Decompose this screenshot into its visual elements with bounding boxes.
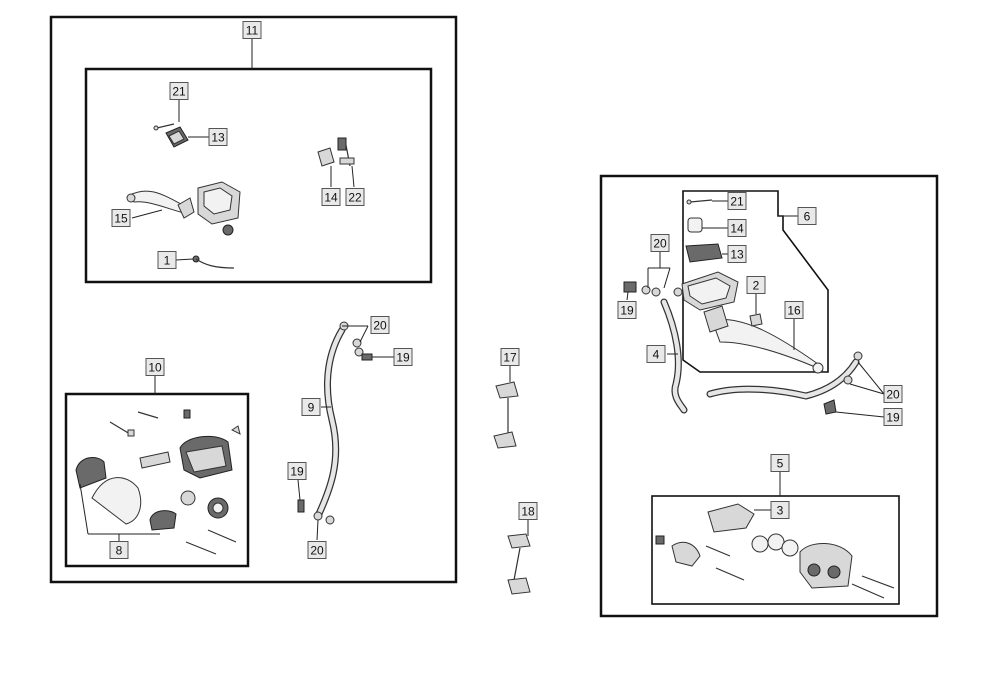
- mirror-clamp-part: [317, 137, 355, 167]
- brake-pads-icon: [671, 503, 755, 567]
- callout-number: 13: [730, 248, 744, 262]
- bolt-icon: [109, 409, 241, 555]
- pin-part: [686, 199, 713, 205]
- callout-number: 17: [503, 351, 517, 365]
- callout-number: 8: [116, 544, 123, 558]
- callout-5: 5: [770, 454, 790, 472]
- callout-number: 20: [310, 544, 324, 558]
- bolt-icon: [507, 533, 531, 595]
- callout-number: 20: [653, 237, 667, 251]
- callout-20: 20: [307, 541, 327, 559]
- callout-19: 19: [287, 462, 307, 480]
- callout-6: 6: [797, 207, 817, 225]
- rear-brake-assembly-frame: [599, 174, 939, 618]
- master-cylinder-icon: [197, 181, 241, 236]
- callout-number: 6: [804, 210, 811, 224]
- callout-2: 2: [746, 276, 766, 294]
- callout-16: 16: [784, 301, 804, 319]
- front-brake-assembly-frame: [49, 15, 458, 584]
- brake-switch-wire: [192, 255, 235, 269]
- callout-number: 14: [730, 222, 744, 236]
- callout-number: 14: [324, 191, 338, 205]
- brake-lever-icon: [703, 305, 824, 374]
- callout-number: 15: [114, 212, 128, 226]
- callout-11: 11: [242, 21, 262, 39]
- callout-19: 19: [883, 408, 903, 426]
- bolt-icon: [655, 535, 895, 599]
- callout-20: 20: [883, 385, 903, 403]
- callout-number: 11: [246, 24, 259, 38]
- callout-number: 19: [620, 304, 634, 318]
- callout-number: 4: [653, 348, 660, 362]
- caliper-subassembly-frame: [64, 392, 250, 568]
- brake-lever-icon: [126, 190, 195, 219]
- callout-number: 19: [886, 411, 900, 425]
- callout-21: 21: [727, 192, 747, 210]
- callout-number: 10: [148, 361, 162, 375]
- callout-14: 14: [321, 188, 341, 206]
- brake-caliper-icon: [139, 435, 233, 519]
- callout-number: 18: [521, 505, 535, 519]
- callout-9: 9: [301, 398, 321, 416]
- reservoir-cap-part: [685, 217, 723, 263]
- callout-number: 13: [211, 131, 225, 145]
- lever-pivot-part: [749, 313, 763, 327]
- callout-14: 14: [727, 219, 747, 237]
- callout-13: 13: [208, 128, 228, 146]
- callout-20: 20: [370, 316, 390, 334]
- callout-10: 10: [145, 358, 165, 376]
- callout-number: 1: [164, 254, 171, 268]
- callout-number: 2: [753, 279, 760, 293]
- callout-number: 3: [777, 504, 784, 518]
- bolt-icon: [493, 381, 519, 449]
- callout-number: 19: [290, 465, 304, 479]
- callout-4: 4: [646, 345, 666, 363]
- callout-number: 20: [373, 319, 387, 333]
- callout-number: 16: [787, 304, 801, 318]
- master-cylinder-icon: [673, 271, 739, 311]
- callout-number: 20: [886, 388, 900, 402]
- pin-part: [153, 123, 175, 131]
- callout-number: 5: [777, 457, 784, 471]
- master-cylinder-subassembly-frame: [84, 67, 433, 284]
- callout-number: 21: [730, 195, 744, 209]
- callout-number: 22: [348, 191, 362, 205]
- callout-21: 21: [169, 82, 189, 100]
- callout-22: 22: [345, 188, 365, 206]
- callout-8: 8: [109, 541, 129, 559]
- callout-number: 19: [396, 351, 410, 365]
- master-cylinder-kit-frame: [682, 190, 829, 373]
- callout-1: 1: [157, 251, 177, 269]
- caliper-kit-frame: [651, 495, 900, 605]
- callout-3: 3: [770, 501, 790, 519]
- callout-17: 17: [500, 348, 520, 366]
- callout-18: 18: [518, 502, 538, 520]
- brake-pads-icon: [75, 457, 177, 531]
- callout-19: 19: [393, 348, 413, 366]
- brake-hose-icon: [297, 321, 373, 525]
- reservoir-cap-part: [165, 126, 189, 148]
- brake-hose-icon: [623, 281, 863, 415]
- callout-number: 9: [308, 401, 315, 415]
- brake-caliper-icon: [751, 533, 853, 589]
- callout-15: 15: [111, 209, 131, 227]
- callout-20: 20: [650, 234, 670, 252]
- callout-19: 19: [617, 301, 637, 319]
- callout-13: 13: [727, 245, 747, 263]
- callout-number: 21: [172, 85, 186, 99]
